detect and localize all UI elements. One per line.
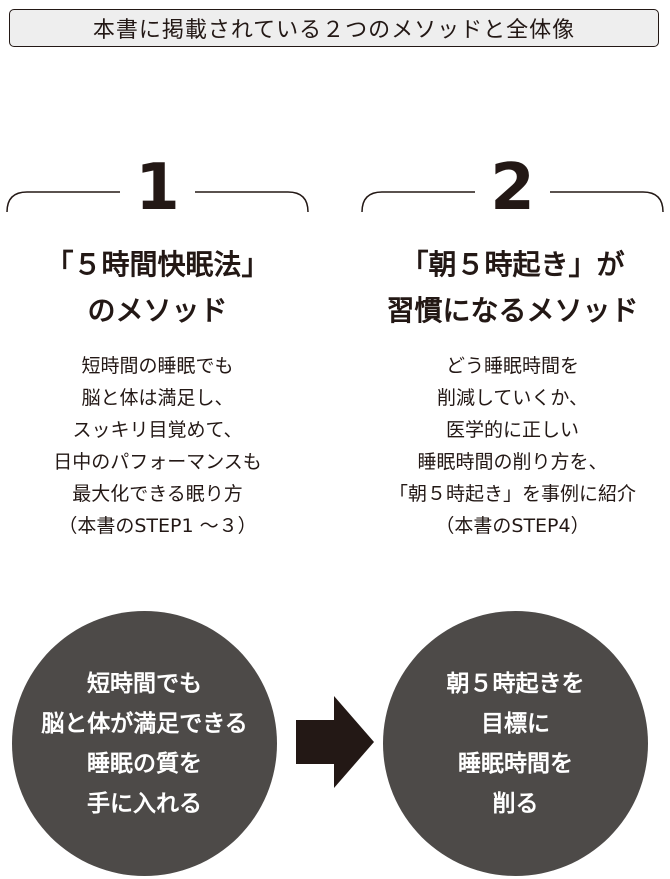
method-2-goal-line: 目標に [481, 710, 550, 737]
method-2-goal-line: 朝５時起きを [446, 670, 585, 697]
method-1-title: 「５時間快眠法」 のメソッド [5, 242, 310, 334]
method-1-title-line: のメソッド [87, 294, 228, 327]
method-1-description: 短時間の睡眠でも 脳と体は満足し、 スッキリ目覚めて、 日中のパフォーマンスも … [5, 350, 310, 542]
method-1-goal-circle: 短時間でも 脳と体が満足できる 睡眠の質を 手に入れる [12, 611, 277, 876]
method-1-bracket [6, 191, 309, 213]
method-2-desc-line: （本書のSTEP4） [435, 515, 590, 537]
method-2-goal-line: 睡眠時間を [458, 750, 573, 777]
method-1-goal-line: 脳と体が満足できる [41, 710, 248, 737]
method-1-desc-line: （本書のSTEP1 〜３） [58, 515, 257, 537]
method-1-column: 1 「５時間快眠法」 のメソッド 短時間の睡眠でも 脳と体は満足し、 スッキリ目… [5, 150, 310, 570]
page-title: 本書に掲載されている２つのメソッドと全体像 [9, 9, 659, 47]
method-2-bracket [361, 191, 664, 213]
method-2-number: 2 [490, 151, 535, 225]
method-2-column: 2 「朝５時起き」が 習慣になるメソッド どう睡眠時間を 削減していくか、 医学… [360, 150, 665, 570]
method-1-goal-line: 睡眠の質を [87, 750, 202, 777]
right-arrow-icon [296, 696, 374, 788]
method-2-title-line: 習慣になるメソッド [386, 294, 639, 327]
method-1-goal-line: 短時間でも [87, 670, 202, 697]
method-2-desc-line: 「朝５時起き」を事例に紹介 [388, 483, 636, 505]
method-1-desc-line: スッキリ目覚めて、 [72, 419, 243, 441]
method-2-desc-line: 医学的に正しい [445, 419, 579, 441]
method-2-title-line: 「朝５時起き」が [400, 248, 625, 281]
method-1-title-line: 「５時間快眠法」 [45, 248, 270, 281]
method-2-title: 「朝５時起き」が 習慣になるメソッド [360, 242, 665, 334]
method-2-goal-line: 削る [492, 790, 539, 817]
method-2-goal-circle: 朝５時起きを 目標に 睡眠時間を 削る [383, 611, 648, 876]
method-1-desc-line: 短時間の睡眠でも [81, 355, 234, 377]
method-1-desc-line: 日中のパフォーマンスも [53, 451, 262, 473]
method-1-number: 1 [135, 151, 180, 225]
method-1-desc-line: 脳と体は満足し、 [81, 387, 234, 409]
method-1-desc-line: 最大化できる眠り方 [72, 483, 243, 505]
method-1-goal-line: 手に入れる [87, 790, 202, 817]
method-2-desc-line: 削減していくか、 [436, 387, 589, 409]
method-2-desc-line: 睡眠時間の削り方を、 [417, 451, 608, 473]
method-2-description: どう睡眠時間を 削減していくか、 医学的に正しい 睡眠時間の削り方を、 「朝５時… [360, 350, 665, 542]
method-2-desc-line: どう睡眠時間を [445, 355, 579, 377]
